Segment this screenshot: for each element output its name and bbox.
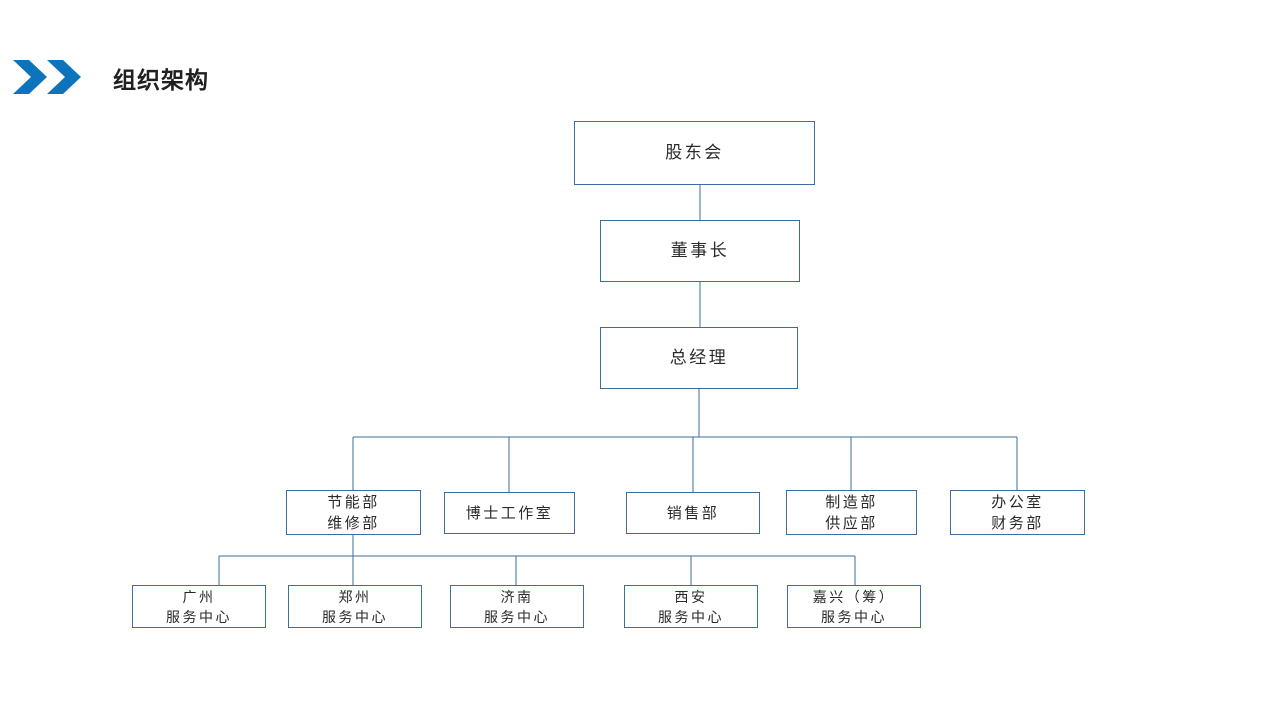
org-node-label-line2: 维修部 xyxy=(327,514,380,532)
org-node-label: 股东会 xyxy=(665,143,724,162)
org-node-xian-service-center[interactable]: 西安 服务中心 xyxy=(624,585,758,628)
org-node-label-line1: 济南 xyxy=(500,588,534,605)
org-node-label-line2: 服务中心 xyxy=(322,608,388,625)
org-node-label: 总经理 xyxy=(669,348,729,367)
org-node-shareholders[interactable]: 股东会 xyxy=(574,121,815,185)
org-node-label-line1: 制造部 xyxy=(825,493,878,511)
org-node-label-line2: 财务部 xyxy=(991,514,1044,532)
org-node-label-line2: 服务中心 xyxy=(484,608,550,625)
org-node-label-line2: 服务中心 xyxy=(166,608,232,625)
org-node-label-line2: 服务中心 xyxy=(658,608,724,625)
org-node-jinan-service-center[interactable]: 济南 服务中心 xyxy=(450,585,584,628)
org-node-label-line2: 供应部 xyxy=(825,514,878,532)
org-node-label-line1: 办公室 xyxy=(991,493,1044,511)
org-node-chairman[interactable]: 董事长 xyxy=(600,220,800,282)
org-node-label-line1: 西安 xyxy=(674,588,708,605)
org-node-label: 博士工作室 xyxy=(465,504,554,522)
double-chevron-right-icon xyxy=(13,60,81,94)
org-node-label: 销售部 xyxy=(666,504,720,522)
org-node-sales[interactable]: 销售部 xyxy=(626,492,760,534)
org-node-label-line2: 服务中心 xyxy=(821,608,887,625)
org-node-doctoral-studio[interactable]: 博士工作室 xyxy=(444,492,575,534)
org-node-zhengzhou-service-center[interactable]: 郑州 服务中心 xyxy=(288,585,422,628)
org-node-label-line1: 节能部 xyxy=(327,493,380,511)
org-node-manufacturing-supply[interactable]: 制造部 供应部 xyxy=(786,490,917,535)
page-title: 组织架构 xyxy=(113,67,209,93)
org-node-guangzhou-service-center[interactable]: 广州 服务中心 xyxy=(132,585,266,628)
org-node-label-line1: 广州 xyxy=(182,588,216,605)
org-node-label-line1: 郑州 xyxy=(338,588,372,605)
org-node-jiaxing-service-center[interactable]: 嘉兴（筹） 服务中心 xyxy=(787,585,921,628)
org-node-office-finance[interactable]: 办公室 财务部 xyxy=(950,490,1085,535)
org-node-energy-maintenance[interactable]: 节能部 维修部 xyxy=(286,490,421,535)
org-node-general-manager[interactable]: 总经理 xyxy=(600,327,798,389)
org-node-label: 董事长 xyxy=(670,241,730,260)
page-header: 组织架构 xyxy=(0,0,1280,110)
org-node-label-line1: 嘉兴（筹） xyxy=(812,588,896,605)
